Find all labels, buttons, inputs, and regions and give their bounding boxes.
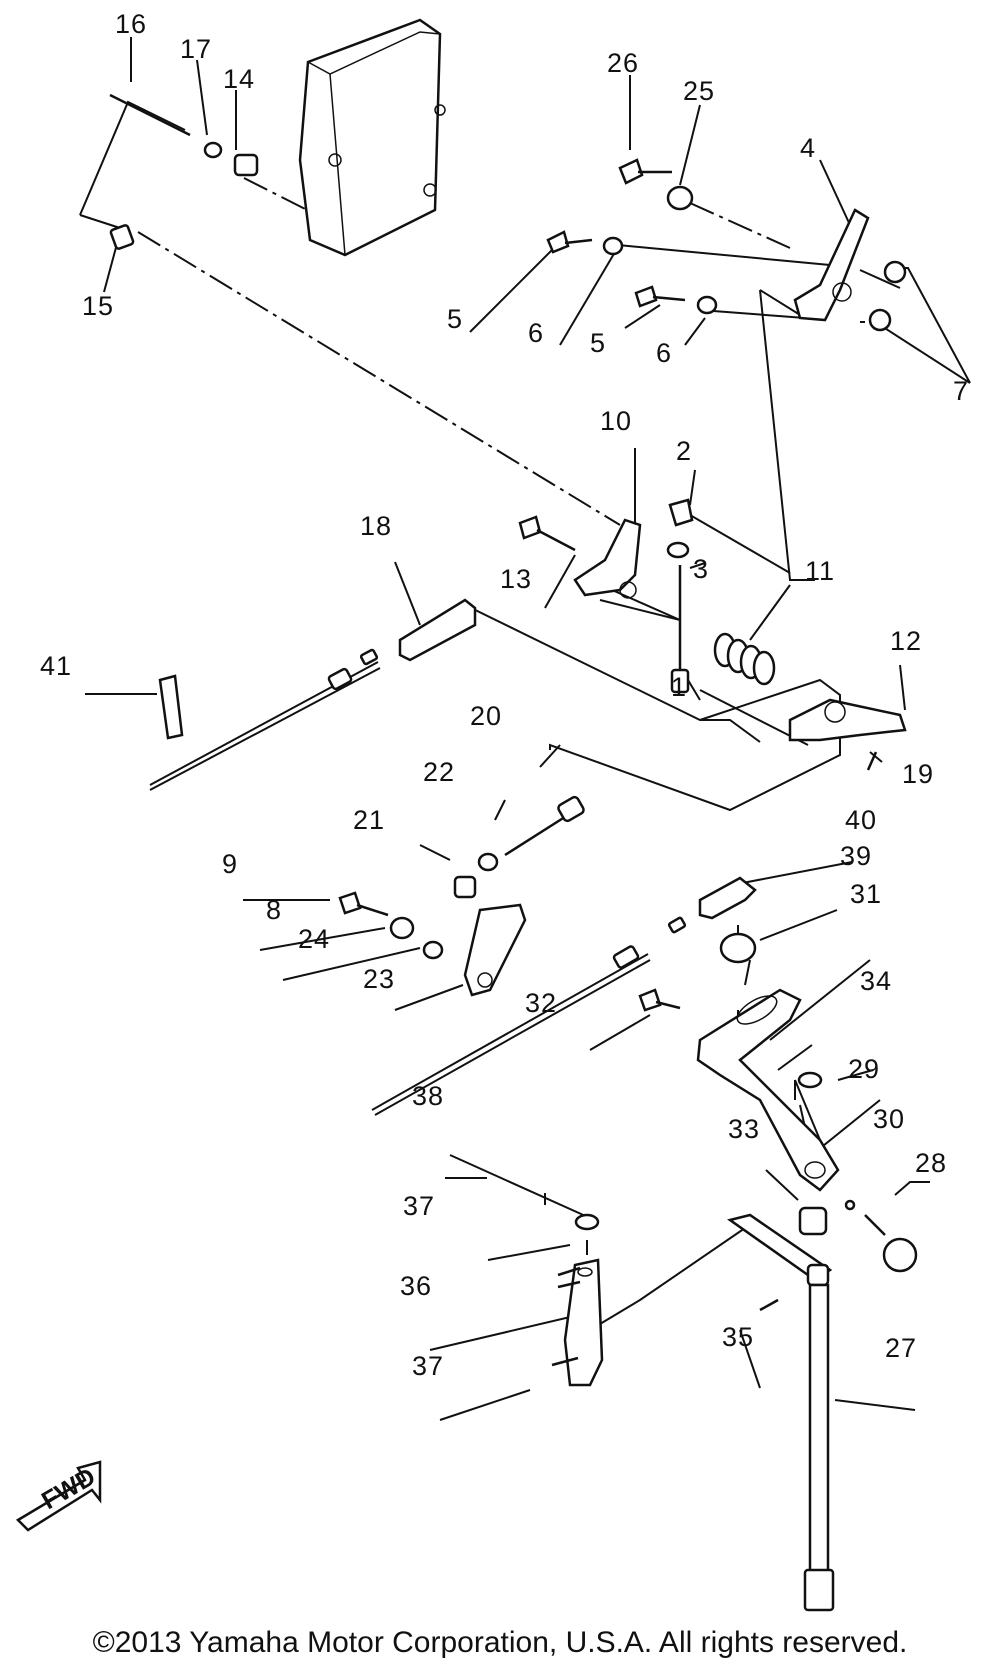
callout-27: 27	[885, 1333, 917, 1363]
callout-19: 19	[902, 759, 934, 789]
callout-31: 31	[850, 879, 882, 909]
spring-11	[713, 632, 776, 686]
callout-37a: 37	[403, 1191, 435, 1221]
shift-rod-27	[727, 1213, 835, 1612]
callout-30: 30	[873, 1104, 905, 1134]
callout-3: 3	[693, 554, 709, 584]
callout-40: 40	[845, 805, 877, 835]
callout-41: 41	[40, 651, 72, 681]
callout-23: 23	[363, 964, 395, 994]
callout-1: 1	[671, 672, 687, 702]
callout-29: 29	[848, 1054, 880, 1084]
callout-13: 13	[500, 564, 532, 594]
callout-11: 11	[805, 556, 835, 586]
callout-25: 25	[683, 76, 715, 106]
copyright-notice: ©2013 Yamaha Motor Corporation, U.S.A. A…	[92, 1626, 908, 1659]
callout-38: 38	[412, 1081, 444, 1111]
callout-7: 7	[953, 376, 969, 406]
callout-36: 36	[400, 1271, 432, 1301]
callout-14: 14	[223, 64, 255, 94]
callout-39: 39	[840, 841, 872, 871]
callout-18: 18	[360, 511, 392, 541]
callout-33: 33	[728, 1114, 760, 1144]
callout-6b: 6	[656, 338, 672, 368]
callout-6a: 6	[528, 318, 544, 348]
parts-diagram: FWD 161714152625456567102313111218141192…	[15, 9, 971, 1612]
callout-12: 12	[890, 626, 922, 656]
callout-24: 24	[298, 924, 330, 954]
shift-lever-31	[696, 988, 840, 1192]
parts	[109, 18, 918, 1612]
carburetor-housing	[298, 18, 446, 257]
callout-21: 21	[353, 805, 385, 835]
callout-2: 2	[676, 436, 692, 466]
callout-37b: 37	[412, 1351, 444, 1381]
callout-5b: 5	[590, 328, 606, 358]
leader-lines	[79, 37, 971, 1421]
callout-35: 35	[722, 1322, 754, 1352]
callout-32: 32	[525, 988, 557, 1018]
callout-28: 28	[915, 1148, 947, 1178]
callout-17: 17	[180, 34, 212, 64]
callout-16: 16	[115, 9, 147, 39]
fwd-arrow: FWD	[15, 1460, 102, 1532]
callout-4: 4	[800, 133, 816, 163]
callout-22: 22	[423, 757, 455, 787]
callout-26: 26	[607, 48, 639, 78]
callout-8: 8	[266, 895, 282, 925]
callout-5a: 5	[447, 304, 463, 334]
callout-15: 15	[82, 291, 114, 321]
callout-10: 10	[600, 406, 632, 436]
fwd-label: FWD	[37, 1462, 100, 1515]
callout-9: 9	[222, 849, 238, 879]
callout-34: 34	[860, 966, 892, 996]
callout-20: 20	[470, 701, 502, 731]
